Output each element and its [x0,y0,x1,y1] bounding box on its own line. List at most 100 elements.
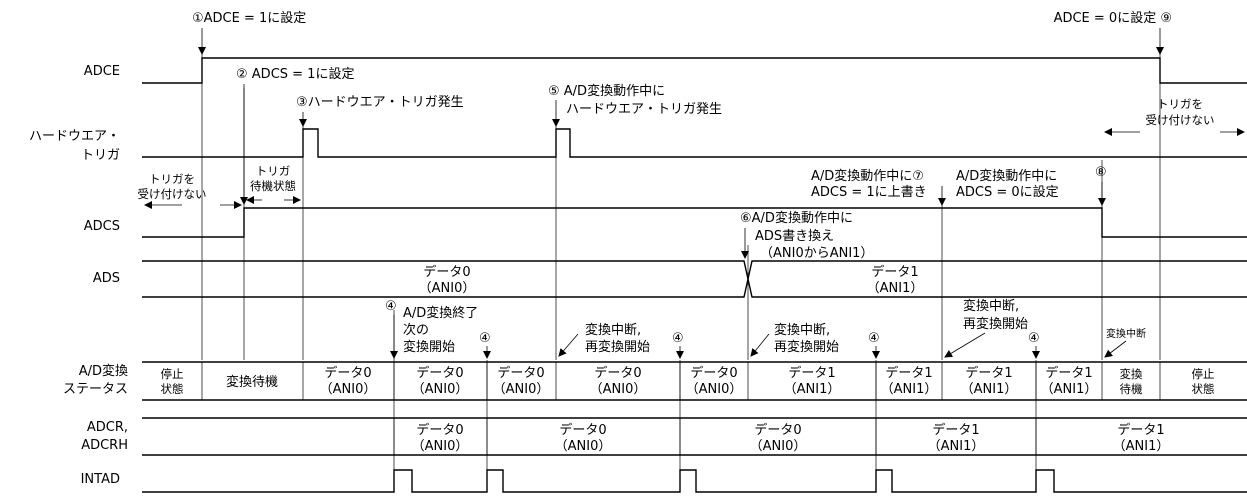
note-6-line1: ⑥A/D変換動作中に [740,210,853,226]
interrupt-b-arrow [750,333,770,357]
status-cell: 変換待機 [226,374,278,390]
note-7-line2: ADCS = 1に上書き [811,185,927,200]
interrupt-a-line2: 再変換開始 [585,339,650,355]
status-cell: 変換 [1120,367,1143,381]
note-1: ①ADCE = 1に設定 [192,10,306,26]
adcr-cell: データ1 [1117,422,1164,438]
status-cell: （ANI0） [412,382,469,397]
note-5-line1: ⑤ A/D変換動作中に [548,83,665,99]
adce-label: ADCE [84,64,120,79]
note-8-line2: ADCS = 0に設定 [956,184,1059,200]
interrupt-c-line1: 変換中断, [963,298,1019,314]
status-cell: データ1 [788,365,835,381]
status-label-2: ステータス [63,382,128,397]
status-cell: （ANI0） [320,382,377,397]
reject-right-line1: トリガを [1157,97,1203,111]
status-cell: （ANI1） [1041,382,1098,397]
adcs-waveform [142,207,1247,238]
adcs-label: ADCS [84,219,120,234]
ads-value: （ANI0） [419,281,476,296]
note-4d-number: ④ [868,331,880,346]
adcr-cell: データ0 [416,422,463,438]
status-cell: 停止 [1192,367,1215,381]
interrupt-a-line1: 変換中断, [585,322,641,338]
adcr-cell: データ0 [559,422,606,438]
interrupt-only: 変換中断 [1106,327,1146,340]
adcr-cell: （ANI0） [555,439,612,454]
note-8-line1: A/D変換動作中に [956,168,1057,184]
interrupt-b-line1: 変換中断, [774,322,830,338]
note-6-line2: ADS書き換え [755,229,834,244]
adcr-cells: データ0 （ANI0） データ0 （ANI0） データ0 （ANI0） データ1… [412,422,1170,454]
signal-labels: ADCE ハードウエア・ トリガ ADCS ADS A/D変換 ステータス AD… [29,64,128,487]
ads-values: データ0 （ANI0） データ1 （ANI1） [419,264,924,296]
intad-waveform [142,469,1247,493]
adcr-cell: （ANI0） [750,439,807,454]
status-cell: （ANI1） [784,382,841,397]
status-cell: 待機 [1120,382,1143,396]
adcr-bus [142,417,1247,456]
note-4a-number: ④ [385,299,397,314]
interrupt-a-arrow [558,333,579,357]
status-cell: （ANI1） [961,382,1018,397]
status-cell: データ0 [690,365,737,381]
adcr-cell: データ0 [754,422,801,438]
wait-state-line1: トリガ [256,164,291,178]
note-6-line3: （ANI0からANI1） [760,246,873,261]
intad-label: INTAD [81,472,120,487]
hw-trigger-label-1: ハードウエア・ [29,129,120,144]
note-4e-number: ④ [1028,331,1040,346]
interrupt-c-arrow [944,332,986,358]
status-cell: 状態 [161,382,184,396]
adcr-cell: （ANI1） [928,439,985,454]
adcr-cell: （ANI1） [1113,439,1170,454]
note-4a-line3: 変換開始 [403,339,455,355]
status-cell: 停止 [161,367,184,381]
reject-left-line2: 受け付けない [138,187,207,201]
status-cell: 状態 [1192,382,1215,396]
adce-waveform [142,57,1247,84]
note-3: ③ハードウエア・トリガ発生 [296,95,464,110]
note-9: ADCE = 0に設定 ⑨ [1054,10,1172,26]
ads-value: データ1 [871,264,918,280]
ads-label: ADS [93,271,120,286]
status-label-1: A/D変換 [79,363,128,379]
status-cell: （ANI1） [881,382,938,397]
status-cell: （ANI0） [590,382,647,397]
status-cell: データ0 [594,365,641,381]
wait-state-line2: 待機状態 [250,179,296,193]
ads-value: データ0 [423,264,470,280]
status-cell: （ANI0） [493,382,550,397]
adcr-label-1: ADCR, [87,420,128,435]
ads-value: （ANI1） [867,281,924,296]
reject-left-line1: トリガを [149,172,195,186]
status-cells: 停止 状態 変換待機 データ0 （ANI0） データ0 （ANI0） データ0 … [161,365,1215,397]
status-cell: データ1 [1045,365,1092,381]
interrupt-c-line2: 再変換開始 [963,316,1028,332]
ads-bus [142,260,1247,298]
status-cell: データ1 [885,365,932,381]
note-2: ② ADCS = 1に設定 [236,66,354,82]
note-8-number: ⑧ [1095,165,1107,180]
status-cell: データ0 [497,365,544,381]
interrupt-b-line2: 再変換開始 [774,339,839,355]
status-cell: （ANI0） [686,382,743,397]
status-cell: データ0 [324,365,371,381]
adcr-label-2: ADCRH [81,438,128,453]
reject-right-line2: 受け付けない [1146,113,1215,127]
adcr-cell: （ANI0） [412,439,469,454]
note-4c-number: ④ [672,331,684,346]
hw-trigger-label-2: トリガ [81,148,120,163]
status-cell: データ1 [965,365,1012,381]
note-4a-line2: 次の [403,322,429,338]
note-4b-number: ④ [479,331,491,346]
hw-trigger-waveform [142,128,1247,158]
note-5-line2: ハードウエア・トリガ発生 [566,102,722,117]
note-4a-line1: A/D変換終了 [403,305,478,321]
note-7-line1: A/D変換動作中に⑦ [811,168,924,184]
adcr-cell: データ1 [932,422,979,438]
interrupt-only-arrow [1104,340,1127,358]
status-cell: データ0 [416,365,463,381]
status-bus [142,361,1247,401]
